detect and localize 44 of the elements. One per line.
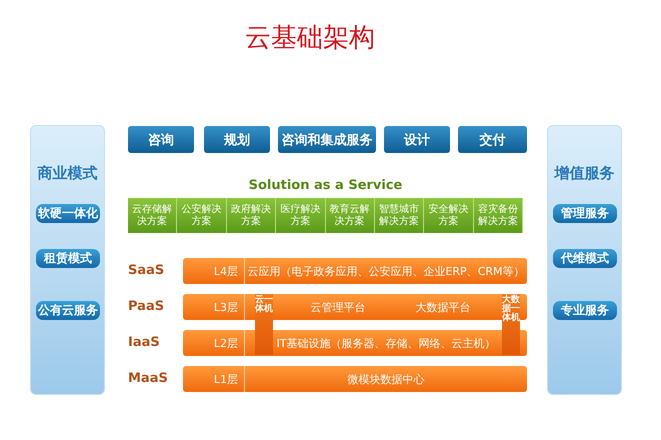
- layer-label: MaaS: [128, 371, 168, 386]
- layer-bar: [183, 366, 527, 392]
- layer-bar: [183, 330, 527, 356]
- layer-text: 大数据平台: [414, 300, 472, 316]
- layer-text: 云应用（电子政务应用、公安应用、企业ERP、CRM等）: [246, 264, 526, 280]
- service-button: 交付: [458, 126, 527, 153]
- panel-heading: 增值服务: [553, 164, 616, 183]
- solution-cell: 安全解决方案: [424, 198, 474, 233]
- layer-number: L4层: [183, 258, 245, 284]
- layer-bar: [183, 294, 527, 320]
- model-button: 管理服务: [553, 204, 617, 223]
- layer-label: SaaS: [128, 263, 164, 278]
- layer-label: IaaS: [128, 335, 160, 350]
- model-button: 代维模式: [553, 249, 617, 268]
- layer-label: PaaS: [128, 299, 164, 314]
- layer-text: IT基础设施（服务器、存储、网络、云主机）: [276, 336, 496, 352]
- solution-cell: 容灾备份解决方案: [474, 198, 523, 233]
- section-heading: Solution as a Service: [248, 178, 404, 193]
- side-panel: [547, 125, 622, 395]
- title: 云基础架构: [244, 22, 376, 55]
- layer-bar: [183, 258, 527, 284]
- layer-number: L1层: [183, 366, 245, 392]
- solution-cell: 政府解决方案: [226, 198, 276, 233]
- service-button: 规划: [204, 126, 270, 153]
- solution-cell: 云存储解决方案: [128, 198, 178, 233]
- layer-text: 云管理平台: [310, 300, 366, 316]
- solution-cell: 医疗解决方案: [276, 198, 326, 233]
- side-panel: [30, 125, 105, 395]
- service-button: 咨询: [128, 126, 194, 153]
- panel-heading: 商业模式: [36, 164, 98, 183]
- solution-cell: 教育云解决方案: [326, 198, 375, 233]
- appliance-bar: 大数据一体机: [502, 294, 520, 355]
- appliance-bar: 云一体机: [255, 294, 273, 355]
- solution-cell: 公安解决方案: [177, 198, 227, 233]
- model-button: 专业服务: [553, 301, 617, 320]
- solution-cell: 智慧城市解决方案: [374, 198, 424, 233]
- model-button: 租赁模式: [36, 249, 100, 268]
- model-button: 软硬一体化: [36, 204, 100, 223]
- service-button: 咨询和集成服务: [278, 126, 376, 153]
- model-button: 公有云服务: [36, 301, 100, 320]
- layer-number: L2层: [183, 330, 245, 356]
- service-button: 设计: [384, 126, 450, 153]
- layer-number: L3层: [183, 294, 245, 320]
- layer-text: 微模块数据中心: [346, 372, 426, 388]
